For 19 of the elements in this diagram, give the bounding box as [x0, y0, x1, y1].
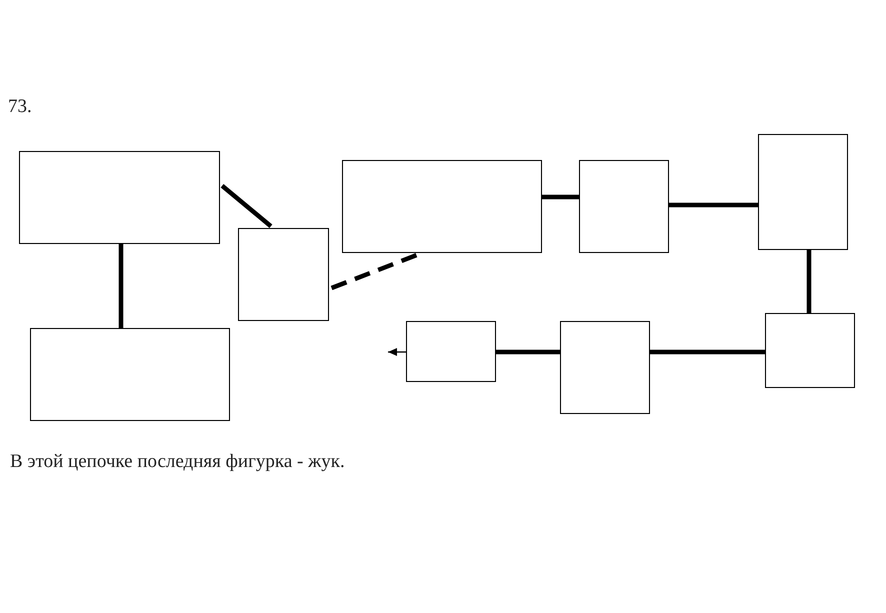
empty-box — [19, 151, 220, 244]
exercise-number: 73. — [8, 96, 32, 118]
connector-line — [220, 184, 272, 228]
connector-line — [650, 350, 765, 354]
empty-box — [342, 160, 542, 253]
connector-line — [496, 350, 560, 354]
connector-line — [669, 202, 758, 208]
empty-box — [30, 328, 230, 421]
empty-box — [560, 321, 650, 414]
arrow — [388, 348, 406, 356]
empty-box — [238, 228, 329, 321]
empty-box — [765, 313, 855, 388]
empty-box — [406, 321, 496, 382]
caption-sentence: В этой цепочке последняя фигурка - жук. — [10, 451, 345, 473]
empty-box — [758, 134, 848, 250]
connector-line — [542, 194, 579, 200]
empty-box — [579, 160, 669, 253]
connector-line — [118, 244, 124, 328]
connector-line — [806, 250, 812, 313]
